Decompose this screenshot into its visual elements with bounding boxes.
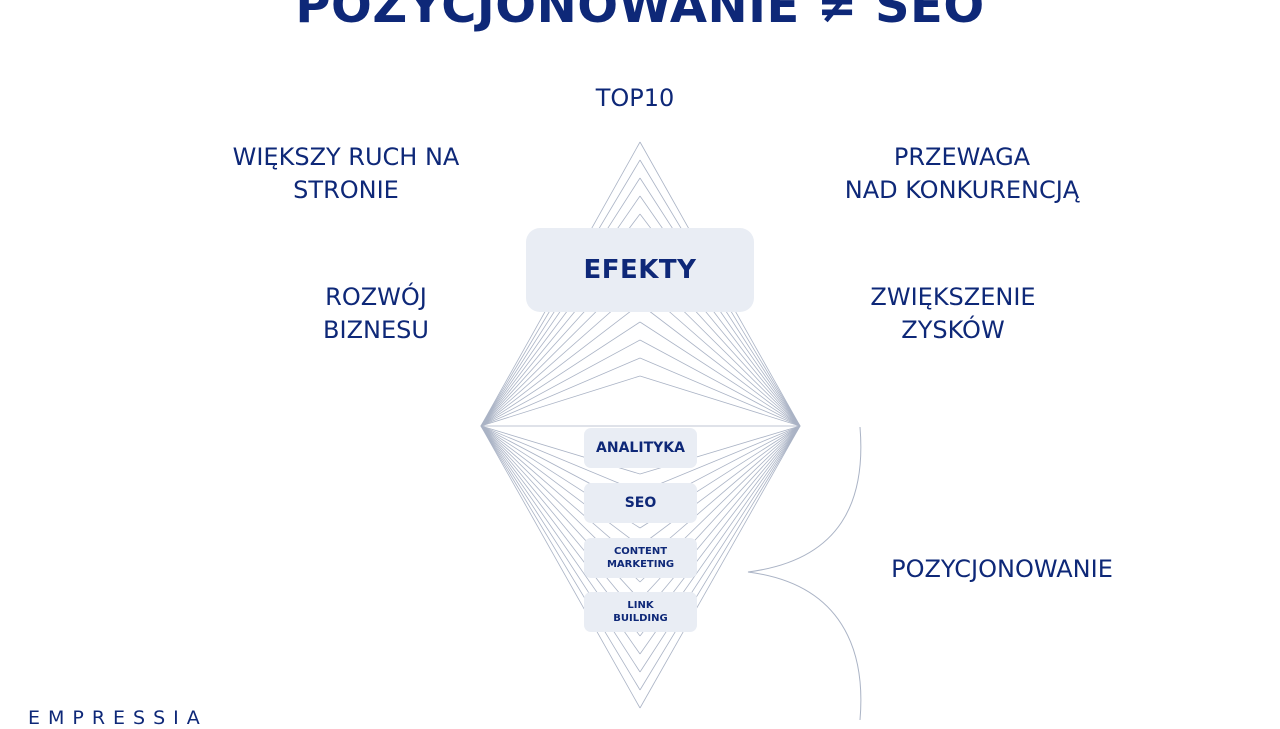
top10-label: TOP10	[595, 84, 675, 112]
upper-chevron-13-left	[480, 375, 641, 427]
page-title: POZYCJONOWANIE ≠ SEO	[295, 0, 985, 34]
lower-chevron-9-left	[480, 425, 641, 547]
lower-chevron-12-left	[480, 425, 641, 493]
lower-chevron-12-right	[639, 425, 801, 493]
upper-chevron-13-right	[639, 375, 801, 427]
efekty-box: EFEKTY	[526, 228, 754, 312]
upper-chevron-10-left	[480, 321, 641, 427]
lower-chevron-1-right	[639, 425, 801, 691]
upper-chevron-9-right	[639, 303, 801, 427]
effect-profit: ZWIĘKSZENIE ZYSKÓW	[830, 281, 1076, 347]
lower-chevron-9-right	[639, 425, 801, 547]
effect-traffic: WIĘKSZY RUCH NA STRONIE	[196, 141, 496, 207]
stage-seo: SEO	[584, 483, 697, 523]
effect-growth-line-1: ROZWÓJ	[325, 283, 427, 311]
lower-chevron-5-right	[639, 425, 801, 619]
lower-chevron-1-left	[480, 425, 641, 691]
stage-content-marketing: CONTENT MARKETING	[584, 538, 697, 578]
upper-chevron-11-left	[480, 339, 641, 427]
brand-logo: EMPRESSIA	[28, 707, 208, 729]
stage-analityka-label: ANALITYKA	[596, 440, 685, 456]
effect-growth: ROZWÓJ BIZNESU	[276, 281, 476, 347]
upper-chevron-12-left	[480, 357, 641, 427]
stage-link-line-1: LINK	[627, 600, 654, 611]
effect-profit-line-2: ZYSKÓW	[901, 316, 1005, 344]
stage-content-line-1: CONTENT	[613, 546, 668, 557]
pozycjonowanie-bracket	[747, 426, 862, 720]
effect-advantage-line-2: NAD KONKURENCJĄ	[844, 176, 1080, 204]
lower-chevron-5-left	[480, 425, 641, 619]
stage-analityka: ANALITYKA	[584, 428, 697, 468]
stage-seo-label: SEO	[624, 495, 657, 511]
effect-profit-line-1: ZWIĘKSZENIE	[870, 283, 1036, 311]
upper-chevron-10-right	[639, 321, 801, 427]
effect-traffic-line-1: WIĘKSZY RUCH NA	[232, 143, 460, 171]
effect-advantage: PRZEWAGA NAD KONKURENCJĄ	[812, 141, 1112, 207]
stage-link-building: LINK BUILDING	[584, 592, 697, 632]
effect-advantage-line-1: PRZEWAGA	[893, 143, 1031, 171]
upper-chevron-12-right	[639, 357, 801, 427]
lower-chevron-0-right	[639, 425, 801, 709]
pozycjonowanie-label: POZYCJONOWANIE	[891, 555, 1113, 583]
upper-chevron-9-left	[480, 303, 641, 427]
lower-chevron-0-left	[480, 425, 641, 709]
stage-link-line-2: BUILDING	[613, 613, 668, 624]
stage-content-line-2: MARKETING	[606, 559, 675, 570]
upper-chevron-11-right	[639, 339, 801, 427]
effect-traffic-line-2: STRONIE	[293, 176, 399, 204]
effect-growth-line-2: BIZNESU	[323, 316, 429, 344]
